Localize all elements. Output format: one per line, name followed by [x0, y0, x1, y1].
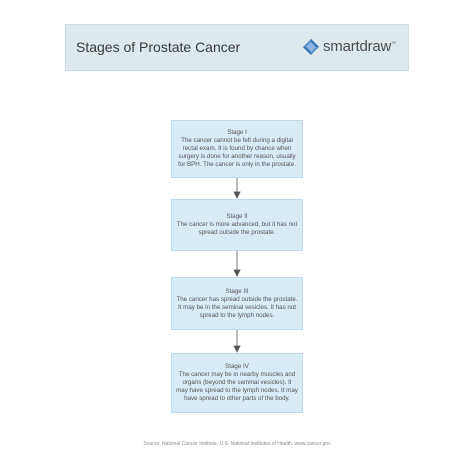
- stage-3-description: The cancer has spread outside the prosta…: [176, 295, 298, 319]
- header-banner: Stages of Prostate Cancer smartdraw™: [65, 24, 409, 71]
- smartdraw-diamond-icon: [302, 38, 319, 55]
- stage-4-description: The cancer may be in nearby muscles and …: [176, 371, 298, 402]
- stage-3-box: Stage III The cancer has spread outside …: [171, 277, 303, 330]
- stage-4-box: Stage IV The cancer may be in nearby mus…: [171, 353, 303, 413]
- logo-wordmark: smartdraw™: [322, 38, 396, 55]
- stage-1-title: Stage I: [227, 129, 247, 136]
- stage-1-box: Stage I The cancer cannot be felt during…: [171, 120, 303, 178]
- source-footnote: Source: National Cancer Institute, U.S. …: [143, 441, 331, 447]
- arrowhead-stage4: [233, 345, 241, 353]
- stage-2-title: Stage II: [226, 213, 248, 220]
- arrowhead-stage2: [233, 191, 241, 199]
- stage-4-title: Stage IV: [225, 363, 249, 370]
- page-title: Stages of Prostate Cancer: [76, 39, 241, 55]
- stage-2-box: Stage II The cancer is more advanced, bu…: [171, 199, 303, 251]
- arrowhead-stage3: [233, 269, 241, 277]
- stage-3-title: Stage III: [225, 287, 249, 295]
- smartdraw-logo: smartdraw™: [302, 38, 396, 55]
- stage-1-description: The cancer cannot be felt during a digit…: [178, 137, 296, 168]
- stage-2-description: The cancer is more advanced, but it has …: [176, 221, 298, 236]
